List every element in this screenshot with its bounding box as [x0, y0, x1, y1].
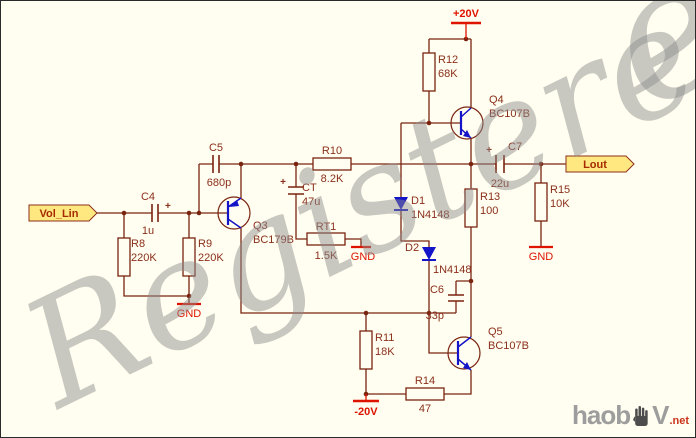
label-ct-ref: CT — [302, 182, 317, 194]
vcc-label: +20V — [453, 8, 480, 20]
label-r10-value: 8.2K — [321, 173, 344, 185]
label-r8-ref: R8 — [131, 238, 145, 250]
port-output-lout: Lout — [565, 155, 635, 173]
label-d2-value: 1N4148 — [433, 264, 472, 276]
q5-envelope — [447, 336, 481, 370]
gnd-label-rt1: GND — [351, 251, 376, 263]
junction-dot — [468, 161, 474, 167]
label-c7-ref: C7 — [508, 141, 522, 153]
capacitor-c6-plates — [448, 294, 464, 302]
port-input-vol-lin: Vol_Lin — [28, 204, 98, 222]
c4-polarity-mark: + — [165, 201, 171, 212]
output-port-label: Lout — [583, 159, 607, 171]
capacitor-plates — [151, 155, 505, 302]
label-q5-value: BC107B — [488, 340, 529, 352]
label-c4-value: 1u — [142, 225, 154, 237]
resistor-r9-body — [182, 237, 196, 277]
label-d1-ref: D1 — [411, 195, 425, 207]
transistor-q5: Q5 BC107B — [447, 326, 529, 371]
input-port-shape — [28, 204, 98, 222]
junction-dot — [468, 278, 474, 284]
q4-npn-arrow — [463, 130, 471, 138]
resistor-bodies — [117, 52, 548, 401]
label-r9-ref: R9 — [198, 238, 212, 250]
label-c7-value: 22u — [491, 178, 509, 190]
junction-dots — [121, 36, 544, 397]
input-port-label: Vol_Lin — [40, 208, 79, 220]
label-r12-value: 68K — [438, 68, 458, 80]
q3-envelope — [217, 196, 251, 230]
label-r15-value: 10K — [550, 198, 570, 210]
power-symbols — [177, 21, 553, 403]
label-r11-ref: R11 — [375, 332, 394, 344]
label-q3-ref: Q3 — [253, 220, 268, 232]
resistor-r13-body — [464, 188, 478, 228]
diode-d1: D1 1N4148 — [394, 195, 450, 221]
resistor-r10-body — [312, 157, 352, 171]
label-q4-ref: Q4 — [489, 94, 504, 106]
label-c5-value: 680p — [207, 177, 231, 189]
junction-dot — [426, 310, 432, 316]
label-d2-ref: D2 — [405, 242, 419, 254]
label-r14-value: 47 — [419, 403, 431, 415]
c7-polarity-mark: + — [486, 145, 492, 156]
label-rt1-ref: RT1 — [316, 221, 337, 233]
junction-dot — [238, 161, 244, 167]
gnd-label-input: GND — [177, 308, 202, 320]
transistor-q3: Q3 BC179B — [217, 196, 294, 246]
q5-ce-legs — [457, 336, 472, 371]
label-r11-value: 18K — [375, 346, 395, 358]
transistor-q4: Q4 BC107B — [450, 94, 530, 140]
label-r10-ref: R10 — [322, 145, 342, 157]
label-r13-value: 100 — [480, 205, 498, 217]
resistor-r8-body — [117, 237, 131, 277]
junction-dot — [538, 161, 544, 167]
junction-dot — [363, 310, 369, 316]
capacitor-ct-plates — [288, 186, 304, 195]
junction-dot — [186, 293, 192, 299]
label-q4-value: BC107B — [489, 108, 530, 120]
label-c4-ref: C4 — [141, 191, 155, 203]
label-c6-ref: C6 — [430, 284, 444, 296]
junction-dot — [186, 210, 192, 216]
label-ct-value: 47u — [302, 196, 320, 208]
label-r15-ref: R15 — [550, 184, 570, 196]
resistor-r11-body — [359, 330, 373, 370]
q5-npn-arrow — [463, 362, 471, 370]
capacitor-c5-plates — [212, 155, 220, 173]
label-q3-value: BC179B — [253, 234, 294, 246]
label-r12-ref: R12 — [438, 54, 458, 66]
capacitor-c7-plates — [495, 155, 505, 173]
label-r13-ref: R13 — [480, 191, 500, 203]
d2-triangle — [422, 247, 436, 260]
resistor-r15-body — [534, 182, 548, 222]
junction-dot — [293, 161, 299, 167]
d1-triangle — [394, 197, 408, 210]
output-port-shape — [565, 155, 635, 173]
label-q5-ref: Q5 — [488, 326, 503, 338]
label-r8-value: 220K — [131, 252, 157, 264]
label-c6-value: 33p — [426, 310, 444, 322]
gnd-label-output: GND — [529, 251, 554, 263]
resistor-r14-body — [405, 387, 445, 401]
resistor-r12-body — [422, 52, 436, 92]
junction-dot — [196, 210, 202, 216]
ct-polarity-mark: + — [280, 177, 286, 188]
label-r9-value: 220K — [198, 252, 224, 264]
label-rt1-value: 1.5K — [315, 250, 338, 262]
diode-d2: D2 1N4148 — [405, 242, 472, 276]
label-c5-ref: C5 — [209, 142, 223, 154]
q4-envelope — [450, 106, 484, 140]
junction-dot — [121, 210, 127, 216]
label-d1-value: 1N4148 — [411, 209, 450, 221]
label-r14-ref: R14 — [415, 375, 435, 387]
junction-dot — [426, 120, 432, 126]
capacitor-c4-plates — [151, 204, 159, 222]
vee-label: -20V — [354, 406, 378, 418]
q3-pnp-arrow — [229, 200, 239, 207]
resistor-rt1-body — [306, 232, 346, 246]
